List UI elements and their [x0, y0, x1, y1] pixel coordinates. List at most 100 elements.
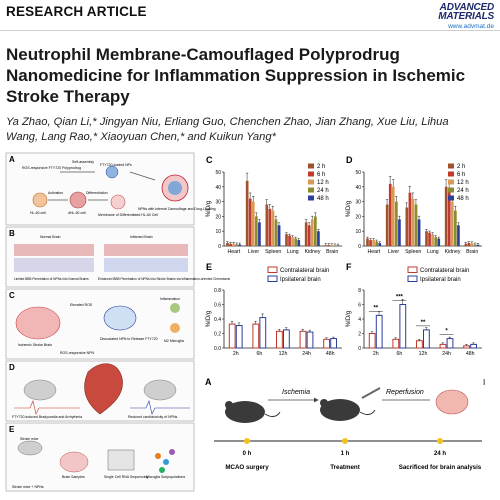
x-tick-label: Lung — [287, 249, 299, 255]
schematic-letter-b: B — [9, 229, 15, 238]
bar — [265, 204, 269, 246]
legend-swatch — [448, 163, 454, 169]
x-tick-label: Heart — [227, 249, 240, 255]
schematic-label: FTY720-induced Bradycardia and Arrhythmi… — [12, 415, 82, 419]
schematic-label: Enhanced BBB Penetration of NPNs into St… — [98, 277, 230, 281]
bar — [416, 340, 423, 349]
bar — [255, 216, 258, 246]
brain-tissue-inflamed — [104, 258, 188, 272]
bar — [327, 245, 331, 246]
legend-label: 12 h — [457, 180, 469, 186]
journal-url[interactable]: www.advmat.de — [448, 23, 494, 30]
y-axis-label: %ID/g — [346, 311, 352, 327]
schematic-label: Differentiation — [86, 191, 108, 195]
bar — [229, 243, 232, 246]
schematic-label: ROS-responsive FTY720 Polyprodrug — [22, 166, 81, 170]
cluster-dot-icon — [159, 467, 165, 473]
bar — [414, 204, 418, 246]
bar — [398, 219, 401, 246]
bar — [330, 338, 338, 349]
y-tick-label: 10 — [355, 229, 361, 235]
schematic-label: NPNs with internal Camouflage and Drug-L… — [138, 207, 216, 211]
x-tick-label: Brain — [326, 249, 338, 255]
bar — [447, 188, 451, 246]
y-tick-label: 6 — [358, 303, 361, 309]
bar — [333, 245, 337, 246]
bar — [291, 237, 294, 246]
bar — [388, 183, 392, 246]
timepoint-1h: 1 h — [341, 451, 350, 457]
bar — [306, 331, 314, 349]
panel-d-illustration — [14, 363, 190, 415]
mouse-head-icon — [225, 401, 233, 409]
bar — [375, 241, 379, 246]
bar — [375, 314, 383, 349]
bar — [288, 235, 291, 246]
legend-swatch — [267, 275, 278, 282]
panel-b-illustration — [14, 244, 188, 272]
bar — [235, 244, 239, 246]
bar — [299, 330, 307, 349]
legend-label: 6 h — [457, 172, 465, 178]
legend-label: 2 h — [457, 164, 465, 170]
schematic-letter-c: C — [9, 291, 15, 300]
mouse-icon — [320, 399, 360, 421]
schematic-label: Microglia Subpopulations — [146, 475, 185, 479]
bar — [245, 180, 249, 246]
x-tick-label: Liver — [248, 249, 260, 255]
bbb-vessel-normal — [14, 244, 94, 256]
bar — [405, 207, 409, 246]
mouse-icon — [17, 440, 43, 456]
bar — [450, 201, 454, 246]
event-treatment: Treatment — [330, 464, 360, 471]
membrane-icon — [110, 194, 126, 210]
legend-label: Contralateral brain — [420, 268, 469, 274]
x-tick-label: 2h — [373, 351, 379, 357]
y-tick-label: 40 — [355, 185, 361, 191]
schematic-label: Reduced cardiotoxicity of NPNs — [128, 415, 177, 419]
bar — [314, 216, 317, 246]
bar — [425, 231, 428, 246]
y-tick-label: 4 — [358, 317, 361, 323]
figure-letter-d: D — [346, 155, 353, 165]
legend-swatch — [308, 179, 314, 185]
x-tick-label: Liver — [388, 249, 400, 255]
article-title: Neutrophil Membrane-Camouflaged Polyprod… — [6, 45, 466, 106]
legend-swatch — [308, 163, 314, 169]
y-tick-label: 2 — [358, 332, 361, 338]
heart-icon — [84, 363, 123, 415]
schematic-label: M2 Microglia — [164, 339, 184, 343]
legend-label: Ipsilateral brain — [280, 277, 321, 283]
schematic-label: Inflamed Brain — [130, 235, 153, 239]
schematic-letter-e: E — [9, 425, 15, 434]
legend-label: 6 h — [317, 172, 325, 178]
figure-letter-c: C — [206, 155, 213, 165]
x-tick-label: 12h — [279, 351, 288, 357]
reperfusion-label: Reperfusion — [386, 389, 424, 396]
significance-annotation: *** — [396, 295, 404, 301]
schematic-letter-d: D — [9, 363, 15, 372]
bar — [463, 345, 471, 349]
mouse-icon — [23, 379, 57, 401]
y-axis-label: %ID/g — [346, 201, 352, 217]
x-tick-label: 6h — [397, 351, 403, 357]
bar — [476, 244, 480, 246]
x-tick-label: 48h — [466, 351, 475, 357]
panel-e-illustration — [17, 440, 175, 473]
bar — [285, 234, 288, 246]
figure-letter-e: E — [206, 262, 212, 272]
bar — [408, 192, 412, 246]
schematic-label: FTY720-loaded NPs — [100, 163, 132, 167]
microglia-icon — [170, 303, 180, 313]
journal-logo[interactable]: ADVANCED MATERIALS www.advmat.de — [438, 3, 494, 31]
significance-annotation: ** — [421, 320, 426, 326]
bar — [271, 210, 275, 246]
x-tick-label: 24h — [442, 351, 451, 357]
bar — [252, 323, 260, 349]
timeline-right-marker: I — [483, 378, 485, 387]
legend-time-c: 2 h6 h12 h24 h48 h — [308, 163, 329, 202]
schematic-label: Brain Samples — [62, 475, 85, 479]
